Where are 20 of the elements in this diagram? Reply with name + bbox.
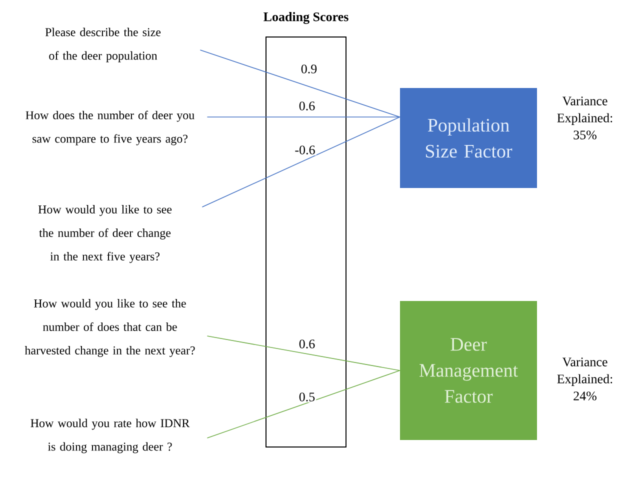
variance-text: Variance Explained: 24% — [557, 358, 612, 400]
loading-score: 0.5 — [298, 392, 316, 402]
variance-text: Variance Explained: 35% — [557, 96, 612, 140]
connector-line — [202, 116, 400, 208]
connector-line — [206, 370, 400, 438]
factor-box: Population Size Factor — [400, 88, 537, 188]
connector-line — [206, 116, 400, 118]
connector-line — [200, 50, 400, 118]
loading-score: 0.6 — [298, 100, 316, 112]
loading-score: 0.6 — [298, 338, 316, 350]
question-text: How would you rate how IDNR is doing managing deer ? — [30, 418, 190, 454]
column-heading: Loading Scores — [264, 12, 348, 24]
question-text: Please describe the size of the deer population — [45, 28, 161, 62]
loading-score: 0.9 — [300, 64, 318, 74]
question-text: How would you like to see the number of deer change in the next five years? — [38, 205, 172, 263]
factor-box: Deer Management Factor — [400, 301, 537, 440]
loading-score: -0.6 — [294, 144, 316, 156]
connector-line — [206, 336, 400, 371]
question-text: How would you like to see the number of does that can be harvested change in the next year? — [24, 299, 195, 357]
question-text: How does the number of deer you saw compare to five years ago? — [26, 110, 194, 146]
